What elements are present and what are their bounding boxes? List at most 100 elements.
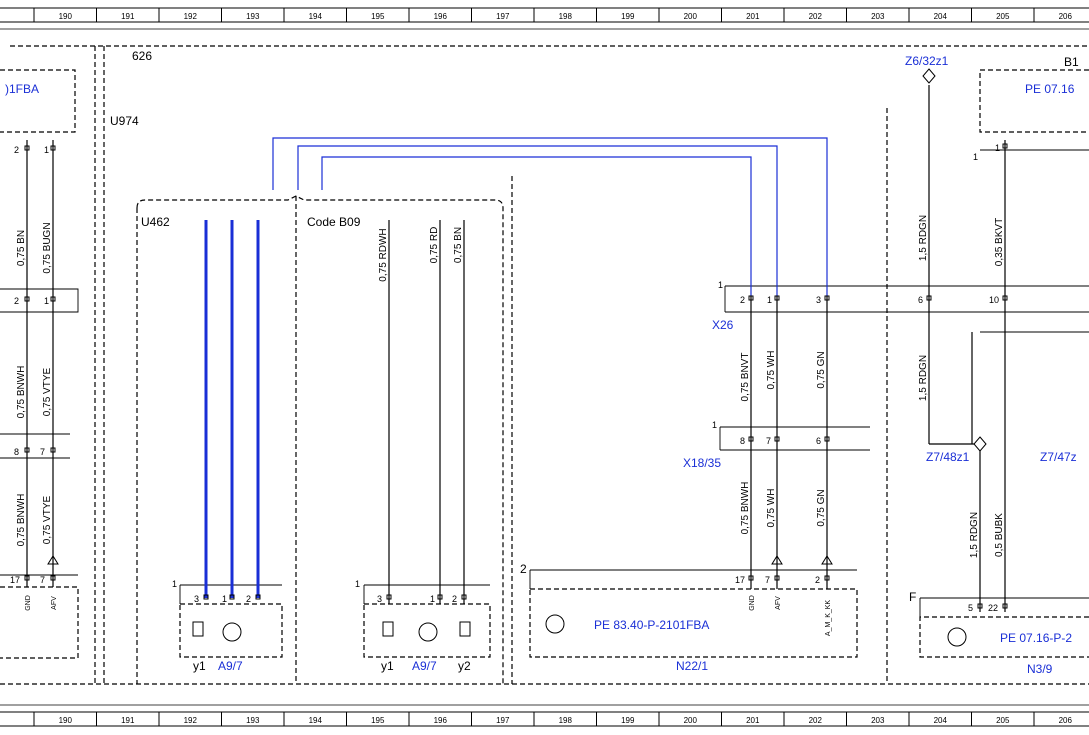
pin-number: 2 [14, 296, 19, 306]
pin-tab [255, 594, 261, 600]
pin-tab [203, 594, 209, 600]
pin-number: 3 [194, 594, 199, 604]
pin-function-label: A_M_K_KK [825, 600, 832, 637]
ruler-label: 191 [121, 12, 135, 21]
pin-tab [437, 594, 443, 600]
ruler-label: 196 [434, 716, 448, 725]
ruler-label: 193 [246, 12, 260, 21]
pin-tab [1002, 295, 1008, 301]
ruler-label: 194 [309, 12, 323, 21]
pin-number: 7 [765, 575, 770, 585]
pin-number: 2 [14, 145, 19, 155]
n22-1-label[interactable]: N22/1 [676, 659, 708, 673]
a9-7-right-label[interactable]: A9/7 [412, 659, 437, 673]
connector-pin-one: 1 [718, 280, 723, 290]
pin-number: 2 [246, 594, 251, 604]
z7-48z1-label[interactable]: Z7/48z1 [926, 450, 970, 464]
ruler-label: 194 [309, 716, 323, 725]
n3-9-label[interactable]: N3/9 [1027, 662, 1053, 676]
code-b09-label: Code B09 [307, 215, 361, 229]
a9-7-left-label[interactable]: A9/7 [218, 659, 243, 673]
pin-number: 7 [40, 575, 45, 585]
wire-label: 0,75 BNVT [740, 353, 751, 402]
pin-number: 2 [740, 295, 745, 305]
ruler-label: 206 [1059, 716, 1073, 725]
pin-number: 1 [44, 145, 49, 155]
ruler-label: 201 [746, 12, 760, 21]
pin-tab [386, 594, 392, 600]
pin-tab [461, 594, 467, 600]
wire-label: 0,75 BNWH [740, 482, 751, 535]
ruler-label: 200 [684, 716, 698, 725]
pin-number: 1 [767, 295, 772, 305]
left-module-ref[interactable]: )1FBA [5, 82, 39, 96]
wire-label: 0,75 GN [816, 489, 827, 526]
pin-tab [1002, 603, 1008, 609]
pin-tab [24, 575, 30, 581]
pin-number: 1 [995, 143, 1000, 153]
pin-tab [24, 447, 30, 453]
ruler-label: 191 [121, 716, 135, 725]
y1-right-label: y1 [381, 659, 394, 673]
y1-left-label: y1 [193, 659, 206, 673]
wire-label: 0,75 BN [453, 227, 464, 263]
pin-number: 1 [44, 296, 49, 306]
b1-doc-ref[interactable]: PE 07.16 [1025, 82, 1075, 96]
pin-number: 10 [989, 295, 999, 305]
u974-label: U974 [110, 114, 139, 128]
code-626: 626 [132, 49, 152, 63]
z6-32z1-label[interactable]: Z6/32z1 [905, 54, 949, 68]
ruler-label: 200 [684, 12, 698, 21]
x26-label[interactable]: X26 [712, 318, 734, 332]
pin-tab [748, 295, 754, 301]
n22-doc-ref[interactable]: PE 83.40-P-2101FBA [594, 618, 709, 632]
pin-function-label: GND [749, 595, 756, 611]
ruler-label: 196 [434, 12, 448, 21]
pin-tab [774, 436, 780, 442]
pin-tab [926, 295, 932, 301]
connector-bars [0, 149, 1089, 617]
pin-function-label: GND [25, 595, 32, 611]
pin-tab [1002, 143, 1008, 149]
pin-tab [748, 575, 754, 581]
pin-number: 2 [815, 575, 820, 585]
ruler-label: 203 [871, 12, 885, 21]
ruler-label: 195 [371, 12, 385, 21]
x18-35-label[interactable]: X18/35 [683, 456, 721, 470]
wire-label: 0,75 GN [816, 351, 827, 388]
wire-label: 0,75 BUGN [42, 222, 53, 273]
splice-points [922, 68, 987, 452]
wire-label: 0,75 WH [766, 489, 777, 528]
ruler-label: 203 [871, 716, 885, 725]
pin-number: 2 [452, 594, 457, 604]
ruler-label: 197 [496, 12, 510, 21]
pin-tab [50, 296, 56, 302]
pin-number: 6 [816, 436, 821, 446]
z7-47z-label[interactable]: Z7/47z [1040, 450, 1077, 464]
pin-tab [748, 436, 754, 442]
pin-number: 3 [377, 594, 382, 604]
n3-9-doc-ref[interactable]: PE 07.16-P-2 [1000, 631, 1072, 645]
transistor-icon [192, 614, 967, 647]
pin-tab [824, 575, 830, 581]
ruler-label: 197 [496, 716, 510, 725]
ruler-label: 204 [934, 12, 948, 21]
pin-tab [774, 575, 780, 581]
pin-number: 8 [14, 447, 19, 457]
connector-pin-one: 1 [973, 152, 978, 162]
pin-number: 17 [10, 575, 20, 585]
wire-label: 1,5 RDGN [918, 355, 929, 401]
ruler-label: 198 [559, 716, 573, 725]
ruler-label: 202 [809, 12, 823, 21]
ruler-label: 204 [934, 716, 948, 725]
wire-label: 0,75 VTYE [42, 367, 53, 416]
wire-label: 0,5 BUBK [994, 513, 1005, 557]
pin-number: 1 [430, 594, 435, 604]
wire-label: 0,75 WH [766, 351, 777, 390]
connector-pin-one: 1 [712, 420, 717, 430]
pin-function-label: AFV [775, 596, 782, 610]
wire-label: 0,75 RD [429, 227, 440, 264]
